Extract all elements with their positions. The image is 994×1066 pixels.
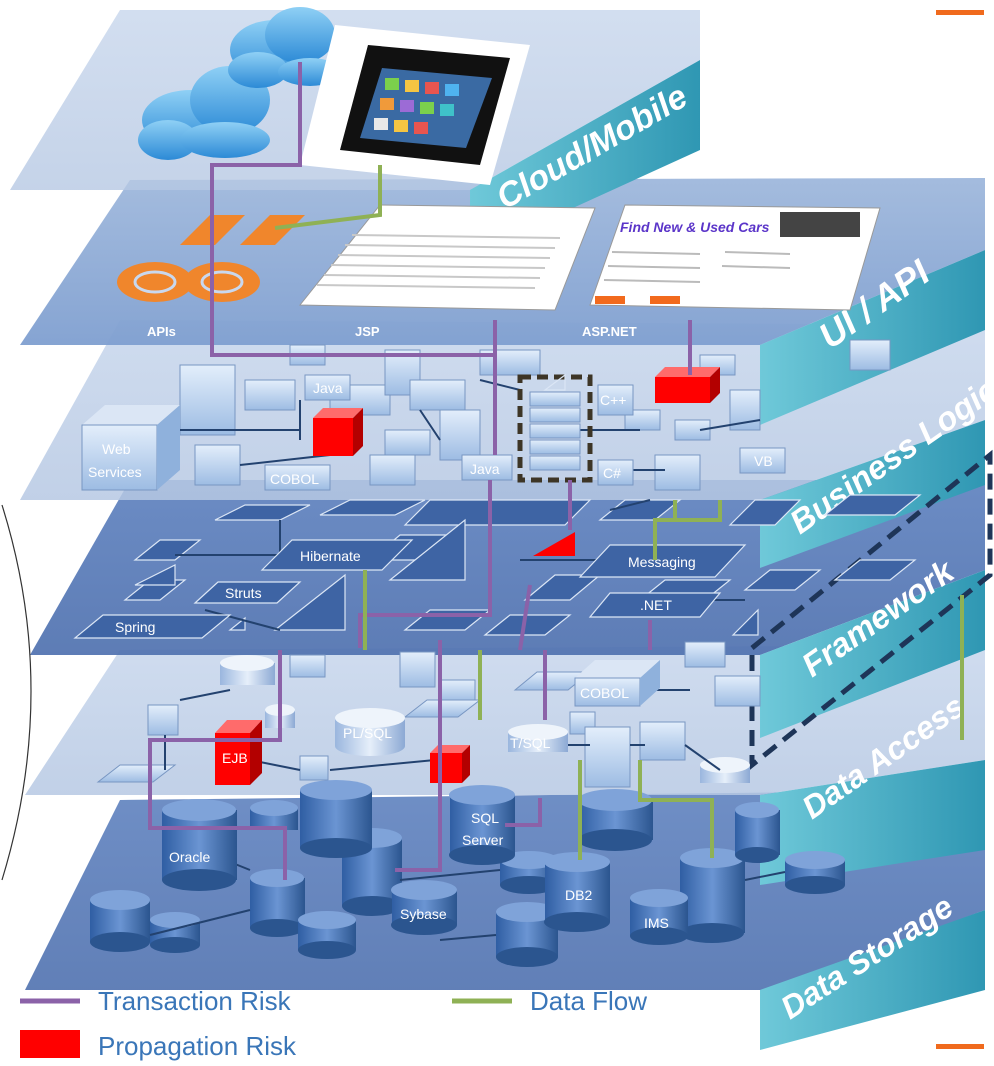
dotnet-label: .NET — [640, 597, 672, 613]
java-box-top: Java — [304, 374, 351, 401]
java-label-top: Java — [313, 380, 343, 396]
web-services-box: Web Services — [81, 405, 180, 491]
aspnet-label: ASP.NET — [582, 324, 637, 339]
oracle-label: Oracle — [169, 849, 210, 865]
cobol-box-data-access: COBOL — [574, 660, 660, 707]
framework-highlight-outline — [749, 449, 993, 771]
server-label: Server — [462, 832, 504, 848]
business-boxes — [179, 339, 891, 491]
vb-label: VB — [754, 453, 773, 469]
spring-label: Spring — [115, 619, 155, 635]
jsp-label: JSP — [355, 324, 380, 339]
apis-label: APIs — [147, 324, 176, 339]
csharp-box: C# — [597, 459, 634, 486]
data-access-parallelograms — [96, 671, 592, 783]
legend-propagation-swatch — [20, 1030, 80, 1058]
cobol-label-data-access: COBOL — [580, 685, 629, 701]
jsp-form-page — [298, 204, 596, 311]
sybase-cylinder: Sybase — [391, 880, 457, 935]
aspnet-car-page: Find New & Used Cars — [589, 204, 881, 311]
messaging-block: Messaging — [578, 544, 747, 578]
sql-server-cylinder: SQL Server — [449, 785, 515, 865]
legend-propagation-label: Propagation Risk — [98, 1031, 297, 1061]
services-label: Services — [88, 464, 142, 480]
cloud-icon — [138, 7, 342, 160]
framework-wires — [175, 499, 745, 631]
messaging-label: Messaging — [628, 554, 696, 570]
data-flow-paths — [274, 165, 964, 860]
propagation-risk-cube — [313, 408, 363, 456]
db2-label: DB2 — [565, 887, 592, 903]
spring-block: Spring — [73, 614, 232, 639]
cobol-label-business: COBOL — [270, 471, 319, 487]
hibernate-label: Hibernate — [300, 548, 361, 564]
ims-cylinder: IMS — [630, 889, 688, 945]
java-box-bottom: Java — [461, 454, 513, 481]
struts-label: Struts — [225, 585, 262, 601]
data-access-cylinders-light — [220, 655, 750, 783]
accent-bar-top — [936, 10, 984, 15]
oracle-cylinder: Oracle — [162, 799, 237, 891]
cpp-box: C++ — [597, 384, 634, 416]
sybase-label: Sybase — [400, 906, 447, 922]
transaction-risk-paths — [148, 62, 692, 880]
propagation-risk-triangle — [533, 532, 575, 556]
plsql-label: PL/SQL — [343, 725, 392, 741]
sql-label: SQL — [471, 810, 499, 826]
cpp-label: C++ — [600, 392, 626, 408]
legend-dataflow-label: Data Flow — [530, 986, 647, 1016]
hibernate-block: Hibernate — [260, 539, 414, 571]
propagation-risk-cube — [655, 367, 720, 403]
storage-cylinders — [90, 780, 845, 967]
ims-label: IMS — [644, 915, 669, 931]
struts-block: Struts — [193, 581, 302, 604]
framework-triangles — [134, 373, 759, 636]
cobol-box-business: COBOL — [264, 464, 331, 491]
legend-transaction-label: Transaction Risk — [98, 986, 292, 1016]
plsql-box: PL/SQL — [335, 708, 405, 756]
ejb-label: EJB — [222, 750, 248, 766]
tsql-box: T/SQL — [508, 724, 568, 752]
dotnet-block: .NET — [588, 592, 722, 618]
smartphone-icon — [300, 25, 530, 185]
ejb-cube: EJB — [215, 720, 262, 785]
java-label-bottom: Java — [470, 461, 500, 477]
data-access-shapes — [147, 641, 761, 788]
dashed-highlight-component — [517, 374, 593, 483]
db2-cylinder: DB2 — [544, 852, 610, 932]
accent-bar-bottom — [936, 1044, 984, 1049]
propagation-risk-cube — [430, 745, 470, 783]
legend: Transaction Risk Data Flow Propagation R… — [20, 986, 647, 1061]
side-arc — [1, 504, 32, 881]
csharp-label: C# — [603, 465, 621, 481]
tsql-label: T/SQL — [510, 735, 551, 751]
car-page-title: Find New & Used Cars — [620, 219, 770, 235]
vb-box: VB — [739, 447, 786, 474]
web-label: Web — [102, 441, 131, 457]
